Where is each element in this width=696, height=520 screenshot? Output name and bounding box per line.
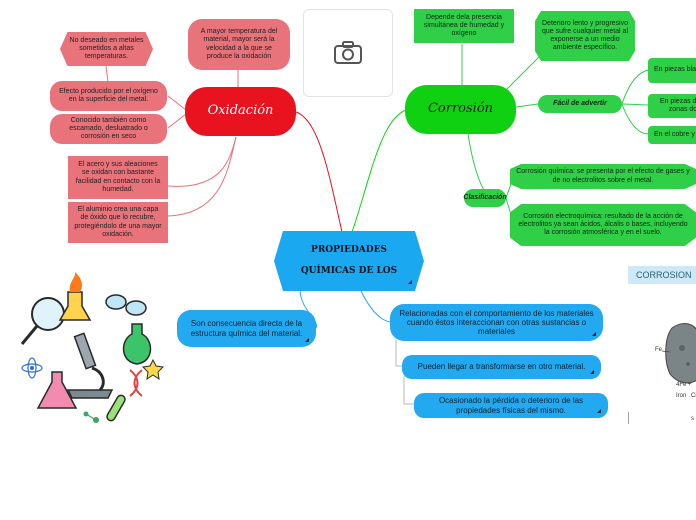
corrosion-tag: CORROSION xyxy=(628,266,696,284)
oxidacion-node[interactable]: Oxidación xyxy=(185,87,296,136)
corrosion-facil-text: Fácil de advertir xyxy=(553,99,607,107)
corrosion-depende[interactable]: Depende dela presencia simultánea de hum… xyxy=(414,9,514,43)
central-topic-line2: QUÍMICAS DE LOS xyxy=(300,266,398,276)
transformarse-text: Pueden llegar a transformarse en otro ma… xyxy=(417,362,586,372)
expand-indicator-icon xyxy=(590,370,594,374)
image-placeholder[interactable] xyxy=(303,9,393,97)
corrosion-label-4fe: 4Fe + xyxy=(676,382,692,388)
oxidacion-conocido[interactable]: Conocido también como escamado, desluatr… xyxy=(50,114,167,144)
camera-icon xyxy=(334,41,362,64)
corrosion-clasificacion-text: Clasificación xyxy=(463,193,507,201)
expand-indicator-icon xyxy=(305,338,309,342)
corrosion-tag-text: CORROSION xyxy=(636,270,692,280)
corrosion-facil-item-1-text: En piezas blanq xyxy=(654,66,696,74)
oxidacion-conocido-text: Conocido también como escamado, desluatr… xyxy=(69,116,148,141)
oxidacion-aluminio-text: El aluminio crea una capa de óxido que l… xyxy=(74,206,162,238)
corrosion-title: Corrosión xyxy=(427,101,494,117)
oxidacion-aluminio[interactable]: El aluminio crea una capa de óxido que l… xyxy=(68,202,168,243)
oxidacion-no-deseado-text: No deseado en metales sometidos a altas … xyxy=(69,36,144,61)
oxidacion-acero-text: El acero y sus aleaciones se oxidan con … xyxy=(75,161,161,193)
corrosion-label-fe: Fe xyxy=(655,347,663,353)
oxidacion-efecto-text: Efecto producido por el oxígeno en la su… xyxy=(59,87,158,103)
oxidacion-title: Oxidación xyxy=(207,103,274,119)
corrosion-node[interactable]: Corrosión xyxy=(405,85,516,134)
expand-indicator-icon xyxy=(592,332,596,336)
corrosion-illustration xyxy=(628,323,696,424)
central-topic[interactable]: PROPIEDADES QUÍMICAS DE LOS xyxy=(274,231,424,291)
perdida-text: Ocasionado la pérdida o deterioro de las… xyxy=(438,396,584,415)
corrosion-facil-item-3-text: En el cobre y s xyxy=(654,130,696,138)
central-topic-line1: PROPIEDADES xyxy=(311,245,387,256)
corrosion-facil[interactable]: Fácil de advertir xyxy=(538,95,622,113)
oxidacion-temperatura-text: A mayor temperatura del material, mayor … xyxy=(200,28,278,60)
oxidacion-acero[interactable]: El acero y sus aleaciones se oxidan con … xyxy=(68,156,168,199)
corrosion-facil-item-2-text: En piezas de a zonas do xyxy=(659,97,696,113)
science-illustration xyxy=(20,272,165,423)
corrosion-label-ci: Ci xyxy=(691,393,696,399)
corrosion-deterioro[interactable]: Deterioro lento y progresivo que sufre c… xyxy=(535,11,635,61)
consecuencia-node[interactable]: Son consecuencia directa de la estructur… xyxy=(177,310,316,347)
corrosion-deterioro-text: Deterioro lento y progresivo que sufre c… xyxy=(542,19,628,52)
corrosion-facil-item-3[interactable]: En el cobre y s xyxy=(648,126,696,144)
corrosion-quimica[interactable]: Corrosión química: se presenta por el ef… xyxy=(510,164,696,189)
corrosion-electroquimica-text: Corrosión electroquímica: resultado de l… xyxy=(518,212,688,237)
corrosion-depende-text: Depende dela presencia simultánea de hum… xyxy=(423,13,505,38)
corrosion-clasificacion[interactable]: Clasificación xyxy=(463,189,507,207)
perdida-node[interactable]: Ocasionado la pérdida o deterioro de las… xyxy=(414,393,608,418)
oxidacion-temperatura[interactable]: A mayor temperatura del material, mayor … xyxy=(188,19,290,70)
corrosion-image-panel[interactable]: CORROSION Fe 4Fe + Iron Ci s xyxy=(628,264,696,426)
expand-indicator-icon xyxy=(597,409,601,413)
corrosion-label-iron: Iron xyxy=(676,393,687,399)
oxidacion-no-deseado[interactable]: No deseado en metales sometidos a altas … xyxy=(60,32,153,66)
consecuencia-text: Son consecuencia directa de la estructur… xyxy=(190,319,303,338)
corrosion-quimica-text: Corrosión química: se presenta por el ef… xyxy=(516,168,690,184)
corrosion-label-s: s xyxy=(691,416,694,422)
corrosion-facil-item-2[interactable]: En piezas de a zonas do xyxy=(648,94,696,118)
expand-indicator-icon xyxy=(408,280,412,284)
corrosion-facil-item-1[interactable]: En piezas blanq xyxy=(648,58,696,83)
relacionadas-node[interactable]: Relacionadas con el comportamiento de lo… xyxy=(390,304,603,341)
oxidacion-efecto[interactable]: Efecto producido por el oxígeno en la su… xyxy=(50,81,167,111)
corrosion-electroquimica[interactable]: Corrosión electroquímica: resultado de l… xyxy=(510,204,696,246)
transformarse-node[interactable]: Pueden llegar a transformarse en otro ma… xyxy=(402,355,601,379)
relacionadas-text: Relacionadas con el comportamiento de lo… xyxy=(399,308,594,337)
